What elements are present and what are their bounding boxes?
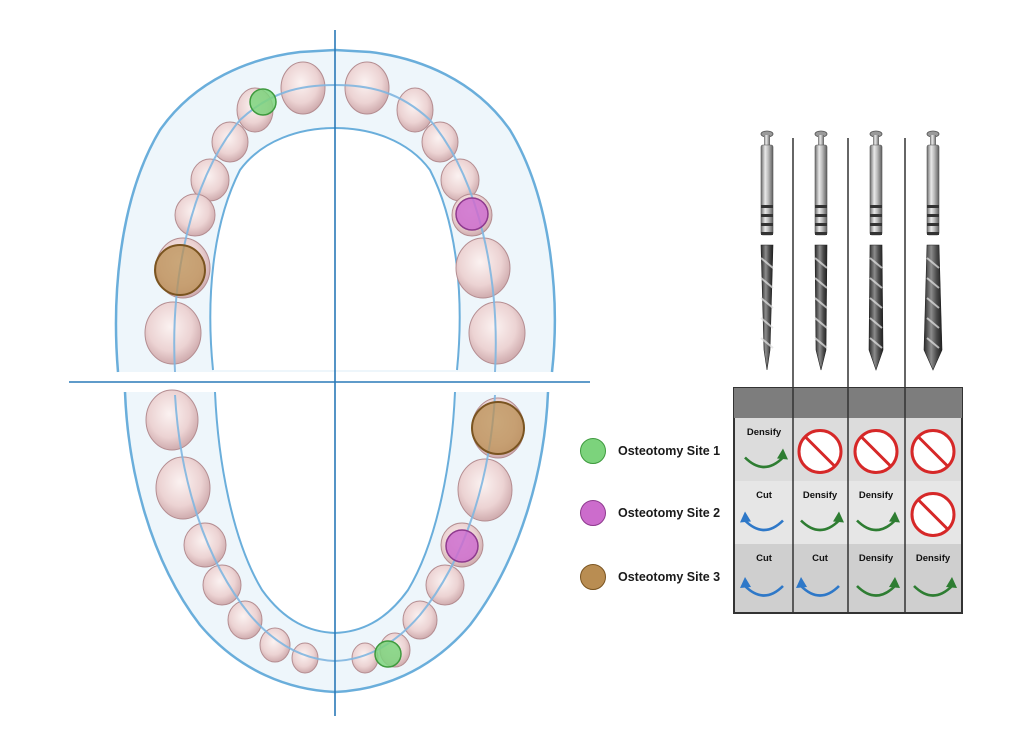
legend-item-site2: Osteotomy Site 2: [580, 500, 720, 526]
legend-item-site1: Osteotomy Site 1: [580, 438, 720, 464]
cell-mode-label: Cut: [756, 490, 773, 501]
drill-bur-2-icon: [814, 130, 828, 371]
drill-bur-row: [760, 130, 943, 371]
drill-bur-3-icon: [868, 130, 884, 371]
table-column-dividers: [792, 138, 906, 613]
table-cell-r3-c4: Densify: [913, 553, 957, 597]
lower-tooth-3: [155, 456, 211, 520]
upper-tooth-6: [421, 121, 459, 163]
cell-mode-label: Densify: [859, 553, 894, 564]
table-cell-r2-c4: [910, 492, 956, 537]
lower-tooth-1: [145, 389, 199, 451]
densify-arrow-icon: [744, 448, 788, 469]
prohibited-icon: [797, 429, 843, 474]
prohibited-icon: [853, 429, 899, 474]
site3-marker-upper: [154, 244, 206, 296]
site2-marker-lower: [445, 529, 479, 563]
upper-tooth-12: [455, 237, 511, 299]
table-cell-r1-c4: [910, 429, 956, 474]
upper-tooth-4: [396, 87, 434, 133]
table-cell-r3-c3: Densify: [856, 553, 900, 597]
table-cell-r2-c2: Densify: [800, 490, 844, 532]
lower-tooth-7: [202, 564, 242, 606]
table-cell-r3-c1: Cut: [740, 553, 784, 597]
prohibited-icon: [910, 429, 956, 474]
table-cell-r1-c2: [797, 429, 843, 474]
site3-marker-lower: [471, 401, 525, 455]
densify-arrow-icon: [856, 577, 900, 597]
upper-tooth-9: [174, 193, 216, 237]
cell-mode-label: Densify: [916, 553, 951, 564]
cut-arrow-icon: [796, 577, 840, 597]
upper-tooth-14: [468, 301, 526, 365]
cell-mode-label: Densify: [747, 427, 782, 438]
upper-tooth-13: [144, 301, 202, 365]
drill-bur-4-icon: [923, 130, 943, 371]
drill-bur-1-icon: [760, 130, 774, 371]
cell-mode-label: Cut: [812, 553, 829, 564]
lower-tooth-9: [227, 600, 263, 640]
legend-swatch-site1: [580, 438, 606, 464]
cell-mode-label: Densify: [859, 490, 894, 501]
lower-tooth-10: [402, 600, 438, 640]
table-cell-r3-c2: Cut: [796, 553, 840, 597]
lower-tooth-4: [457, 458, 513, 522]
upper-tooth-5: [211, 121, 249, 163]
site2-marker-upper: [455, 197, 489, 231]
table-cell-r2-c1: Cut: [740, 490, 784, 532]
cell-mode-label: Densify: [803, 490, 838, 501]
densify-arrow-icon: [800, 511, 844, 532]
table-cell-r1-c3: [853, 429, 899, 474]
lower-tooth-5: [183, 522, 227, 568]
prohibited-icon: [910, 492, 956, 537]
site1-marker-upper: [249, 88, 277, 116]
table-cell-r2-c3: Densify: [856, 490, 900, 532]
densify-arrow-icon: [856, 511, 900, 532]
osteotomy-site-markers: [154, 88, 525, 668]
legend-item-site3: Osteotomy Site 3: [580, 564, 720, 590]
lower-tooth-11: [259, 627, 291, 663]
legend-swatch-site3: [580, 564, 606, 590]
cut-arrow-icon: [740, 577, 784, 597]
legend-label-site1: Osteotomy Site 1: [618, 444, 721, 458]
legend-swatch-site2: [580, 500, 606, 526]
site1-marker-lower: [374, 640, 402, 668]
cell-mode-label: Cut: [756, 553, 773, 564]
legend-label-site3: Osteotomy Site 3: [618, 570, 721, 584]
densify-arrow-icon: [913, 577, 957, 597]
legend-label-site2: Osteotomy Site 2: [618, 506, 721, 520]
cut-arrow-icon: [740, 511, 784, 532]
table-cell-r1-c1: Densify: [744, 427, 788, 469]
